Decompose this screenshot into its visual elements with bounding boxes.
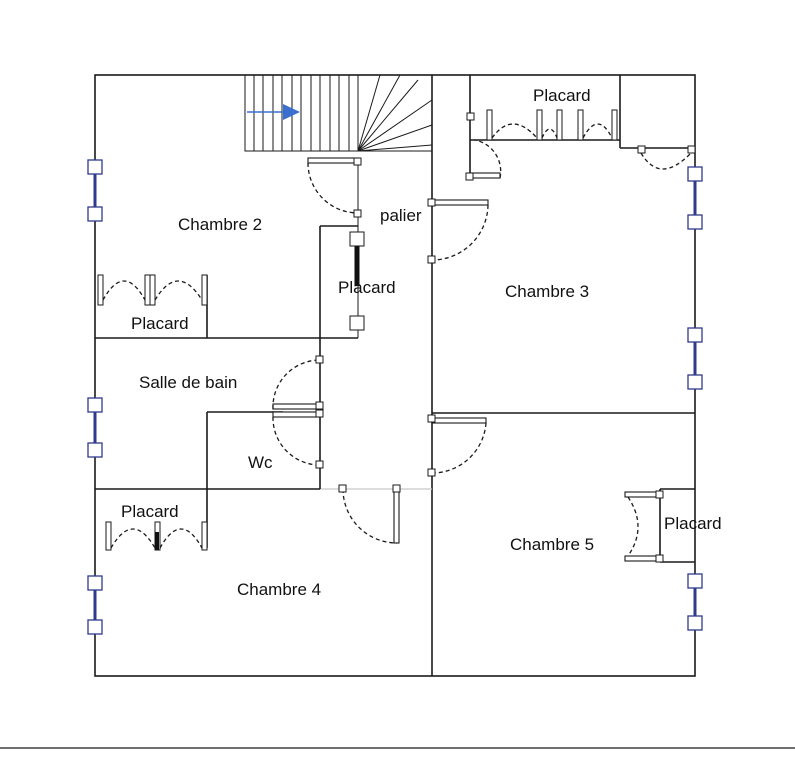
window-right-top: [687, 166, 703, 230]
room-label-chambre3: Chambre 3: [505, 282, 589, 301]
closet-doors-chambre4: [105, 521, 208, 551]
window-right-middle: [687, 327, 703, 390]
closet-label-center: Placard: [338, 278, 396, 297]
window-left-bottom: [87, 575, 103, 635]
staircase: [244, 74, 433, 152]
window-left-middle: [87, 397, 103, 458]
room-label-wc: Wc: [248, 453, 273, 472]
room-label-chambre4: Chambre 4: [237, 580, 321, 599]
closet-label-chambre4: Placard: [121, 502, 179, 521]
closet-label-top-right: Placard: [533, 86, 591, 105]
room-label-chambre5: Chambre 5: [510, 535, 594, 554]
window-left-top: [87, 159, 103, 222]
room-label-salle-de-bain: Salle de bain: [139, 373, 237, 392]
closet-label-chambre2: Placard: [131, 314, 189, 333]
stair-arrow-icon: [283, 104, 300, 120]
closet-label-chambre5: Placard: [664, 514, 722, 533]
closet-doors-chambre5: [624, 490, 664, 563]
room-label-chambre2: Chambre 2: [178, 215, 262, 234]
closet-doors-chambre2: [97, 274, 208, 306]
window-right-bottom: [687, 573, 703, 631]
closet-doors-top-right: [466, 109, 696, 170]
room-label-palier: palier: [380, 206, 422, 225]
